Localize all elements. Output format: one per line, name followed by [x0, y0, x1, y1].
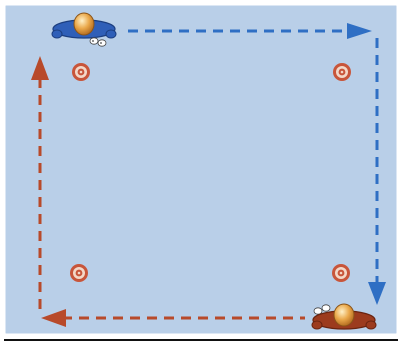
- player-red-icon: [311, 303, 377, 330]
- field-background: [2, 2, 400, 337]
- arrow-down-icon: [368, 282, 386, 305]
- arrow-left-icon: [41, 309, 66, 327]
- blue-path: [128, 29, 379, 286]
- player-blue-icon: [51, 12, 117, 47]
- cone-icon: [332, 264, 350, 282]
- arrow-up-icon: [31, 56, 49, 80]
- cone-icon: [70, 264, 88, 282]
- cone-icon: [333, 63, 351, 81]
- cone-icon: [72, 63, 90, 81]
- bottom-rule: [4, 339, 398, 341]
- red-path: [38, 78, 305, 320]
- arrow-right-icon: [347, 23, 372, 39]
